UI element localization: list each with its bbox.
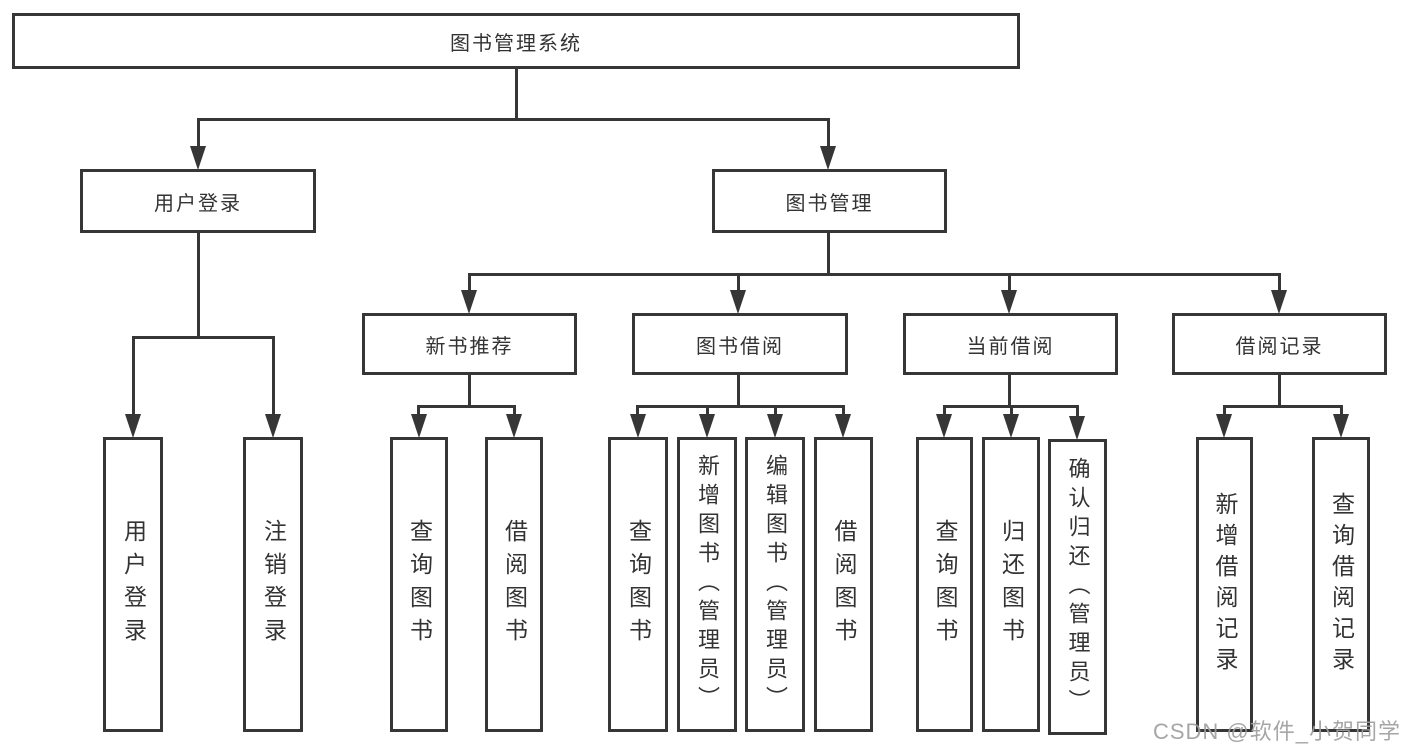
arrow-down-icon	[1001, 290, 1017, 314]
leaf-return-books: 归还图书	[982, 437, 1040, 732]
leaf-query-books-recommend: 查询图书	[390, 437, 448, 732]
arrow-down-icon	[265, 414, 281, 438]
connector-line	[1223, 405, 1226, 421]
arrow-down-icon	[461, 290, 477, 314]
connector-line	[636, 405, 639, 421]
arrow-down-icon	[699, 414, 715, 438]
arrow-down-icon	[1003, 414, 1019, 438]
connector-line	[737, 375, 740, 407]
connector-line	[1076, 405, 1079, 423]
arrow-down-icon	[1271, 290, 1287, 314]
arrow-down-icon	[820, 146, 836, 170]
connector-line	[197, 233, 200, 339]
arrow-down-icon	[411, 414, 427, 438]
watermark: CSDN @软件_小贺同学	[1152, 719, 1401, 744]
connector-line	[513, 405, 516, 421]
connector-line	[197, 118, 830, 121]
arrow-down-icon	[835, 414, 851, 438]
arrow-down-icon	[1069, 416, 1085, 440]
leaf-logout: 注销登录	[243, 437, 303, 732]
connector-line	[1008, 375, 1011, 407]
connector-line	[1278, 375, 1281, 407]
arrow-down-icon	[630, 414, 646, 438]
leaf-query-borrow-record: 查询借阅记录	[1312, 437, 1370, 732]
connector-line	[1008, 273, 1011, 295]
connector-line	[1223, 405, 1343, 408]
connector-line	[737, 273, 740, 295]
connector-line	[417, 405, 516, 408]
arrow-down-icon	[125, 414, 141, 438]
connector-line	[132, 336, 275, 339]
leaf-query-books-borrow: 查询图书	[608, 437, 668, 732]
connector-line	[1340, 405, 1343, 421]
connector-line	[417, 405, 420, 421]
connector-line	[132, 336, 135, 420]
connector-line	[943, 405, 946, 421]
connector-line	[272, 336, 275, 420]
arrow-down-icon	[1333, 414, 1349, 438]
connector-line	[468, 273, 1281, 276]
arrow-down-icon	[767, 414, 783, 438]
leaf-add-book-admin: 新增图书（管理员）	[677, 437, 737, 732]
arrow-down-icon	[730, 290, 746, 314]
connector-line	[197, 118, 200, 152]
leaf-confirm-return-admin: 确认归还（管理员）	[1048, 439, 1107, 735]
arrow-down-icon	[1216, 414, 1232, 438]
arrow-down-icon	[506, 414, 522, 438]
node-current-borrow: 当前借阅	[903, 313, 1118, 375]
leaf-borrow-books: 借阅图书	[814, 437, 873, 732]
connector-line	[515, 68, 518, 118]
connector-line	[774, 405, 777, 421]
node-new-book-recommend: 新书推荐	[362, 313, 577, 375]
connector-line	[1278, 273, 1281, 295]
connector-line	[827, 118, 830, 152]
leaf-query-books-current: 查询图书	[916, 437, 973, 732]
node-book-borrow: 图书借阅	[632, 313, 848, 375]
node-user-login: 用户登录	[80, 169, 316, 233]
node-book-management: 图书管理	[712, 169, 947, 233]
leaf-borrow-books-recommend: 借阅图书	[485, 437, 543, 732]
leaf-edit-book-admin: 编辑图书（管理员）	[745, 437, 805, 732]
connector-line	[706, 405, 709, 421]
node-library-system: 图书管理系统	[12, 13, 1020, 69]
arrow-down-icon	[190, 146, 206, 170]
connector-line	[468, 375, 471, 407]
arrow-down-icon	[936, 414, 952, 438]
leaf-add-borrow-record: 新增借阅记录	[1196, 437, 1253, 732]
connector-line	[1010, 405, 1013, 421]
connector-line	[842, 405, 845, 421]
connector-line	[827, 233, 830, 276]
node-borrow-records: 借阅记录	[1172, 313, 1387, 375]
connector-line	[468, 273, 471, 295]
leaf-user-login: 用户登录	[103, 437, 163, 732]
connector-line	[636, 405, 845, 408]
